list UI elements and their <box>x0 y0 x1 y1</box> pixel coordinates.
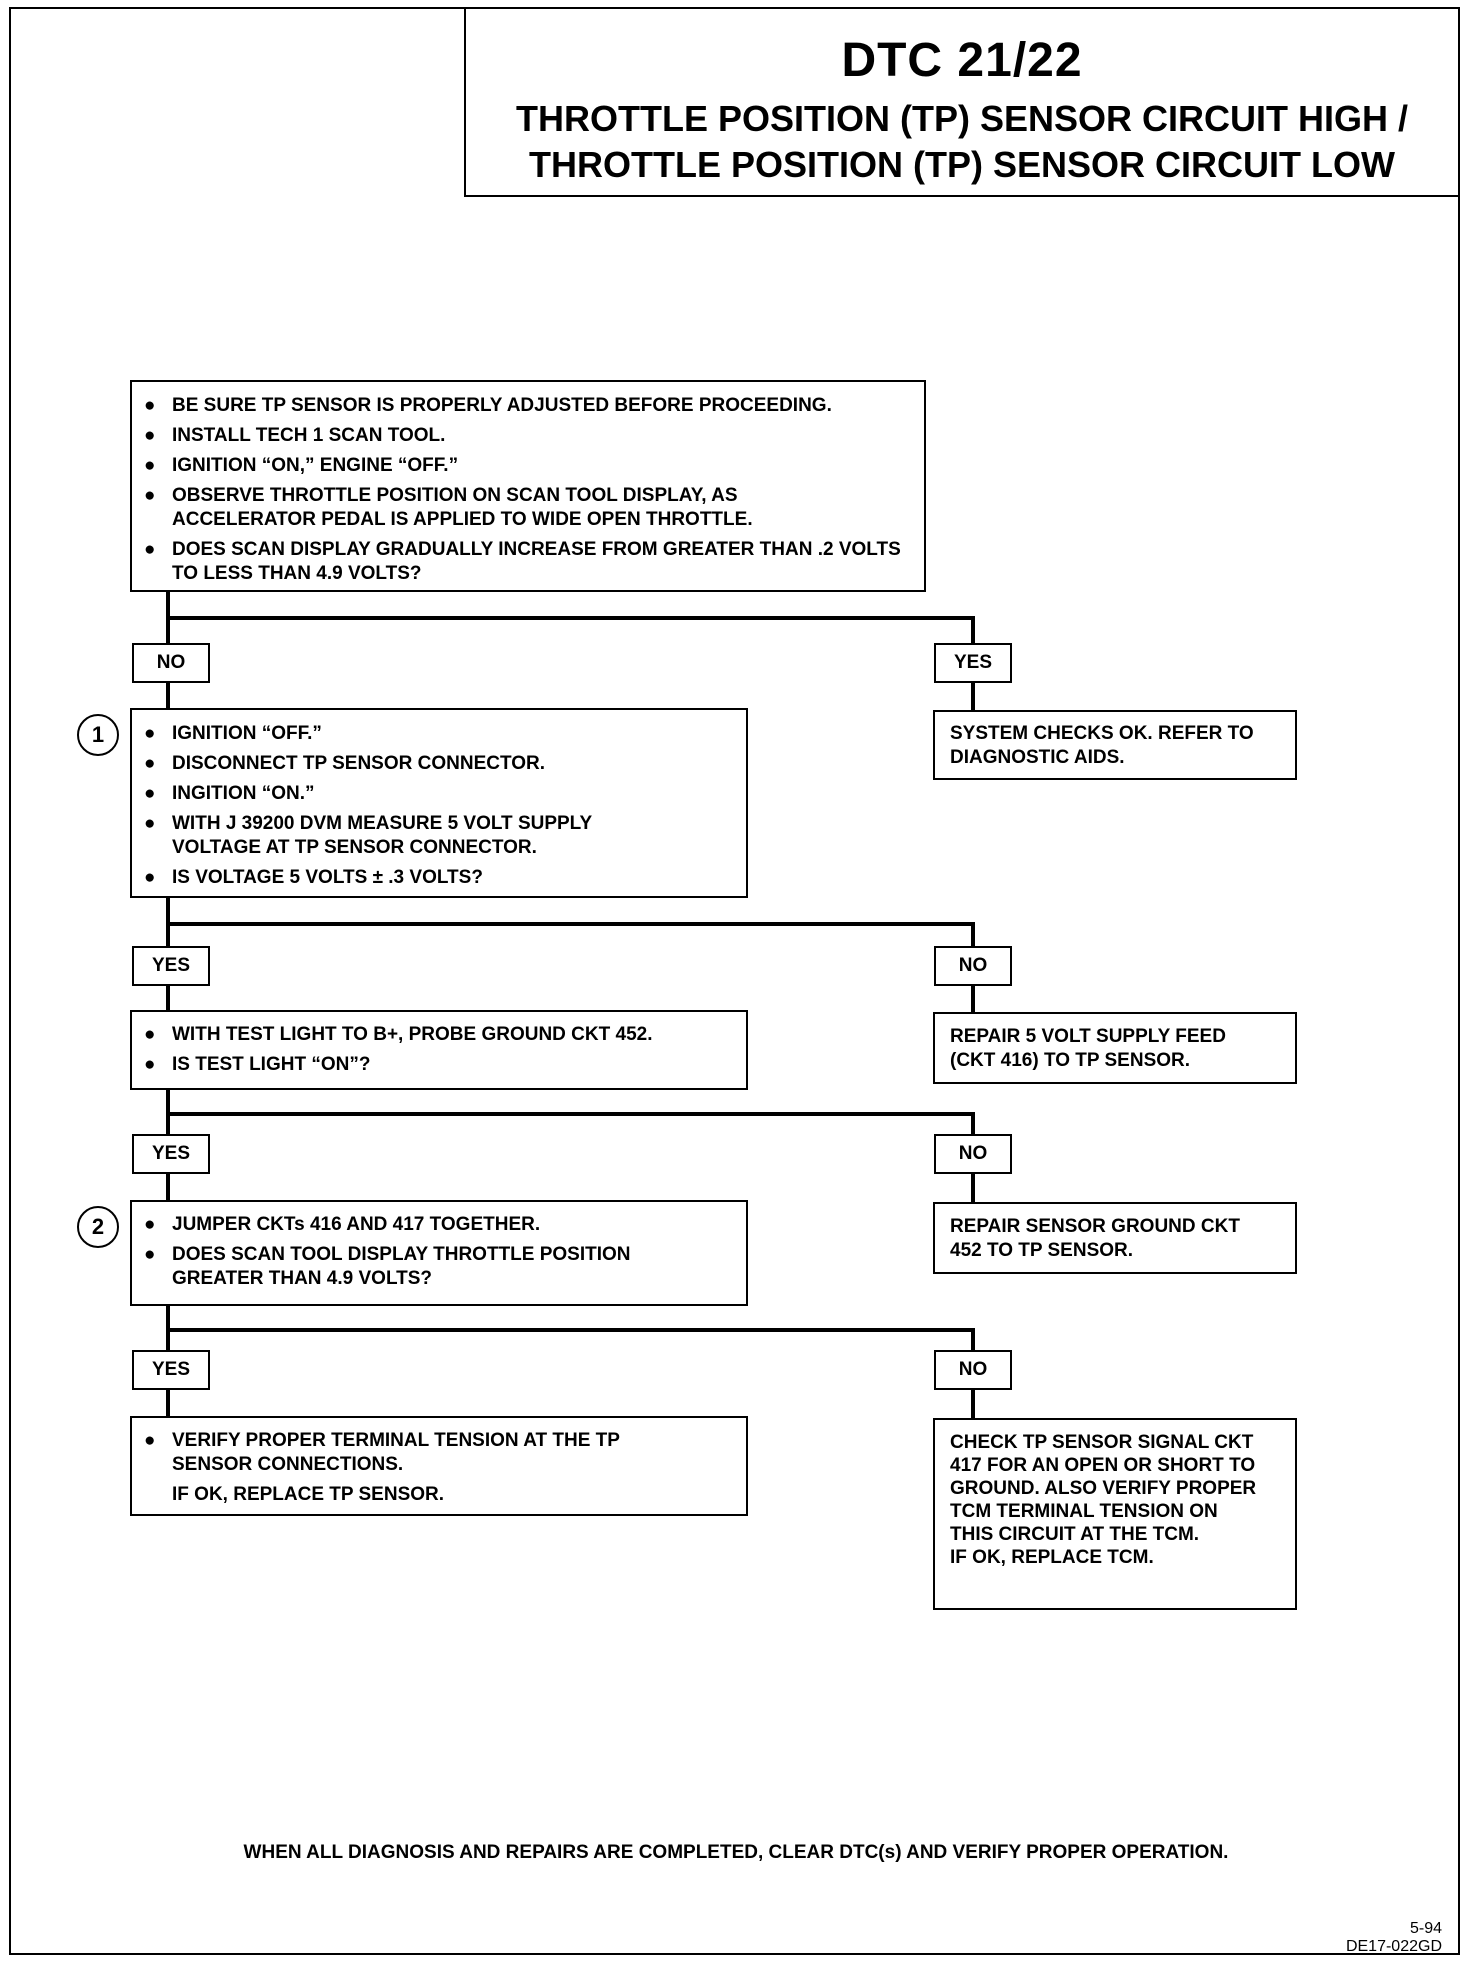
repair-supply-box: REPAIR 5 VOLT SUPPLY FEED (CKT 416) TO T… <box>933 1012 1297 1084</box>
doc-date: 5-94 <box>1409 1920 1442 1937</box>
list-item: ●INSTALL TECH 1 SCAN TOOL. <box>144 425 446 446</box>
check-signal-box: CHECK TP SENSOR SIGNAL CKT 417 FOR AN OP… <box>933 1418 1297 1610</box>
doc-id: DE17-022GD <box>1345 1938 1442 1955</box>
verify-tension-box: ●VERIFY PROPER TERMINAL TENSION AT THE T… <box>130 1416 748 1516</box>
verify-tension-list: ●VERIFY PROPER TERMINAL TENSION AT THE T… <box>132 1429 656 1477</box>
yes-label-test-light: YES <box>132 1134 210 1174</box>
step-start-box: ●BE SURE TP SENSOR IS PROPERLY ADJUSTED … <box>130 380 926 592</box>
list-item: ●JUMPER CKTs 416 AND 417 TOGETHER. <box>144 1214 541 1235</box>
step-2-box: ●JUMPER CKTs 416 AND 417 TOGETHER. ●DOES… <box>130 1200 748 1306</box>
list-item: ●BE SURE TP SENSOR IS PROPERLY ADJUSTED … <box>144 395 832 416</box>
bullet-icon: ● <box>144 1214 156 1235</box>
bullet-icon: ● <box>144 813 156 834</box>
verify-tension-note: IF OK, REPLACE TP SENSOR. <box>172 1484 445 1505</box>
repair-supply-text: REPAIR 5 VOLT SUPPLY FEED (CKT 416) TO T… <box>950 1026 1226 1071</box>
bullet-icon: ● <box>144 1054 156 1075</box>
list-item: ●VERIFY PROPER TERMINAL TENSION AT THE T… <box>144 1430 620 1475</box>
bullet-icon: ● <box>144 723 156 744</box>
repair-ground-box: REPAIR SENSOR GROUND CKT 452 TO TP SENSO… <box>933 1202 1297 1274</box>
bullet-icon: ● <box>144 1430 156 1451</box>
bullet-icon: ● <box>144 455 156 476</box>
step-1-list: ●IGNITION “OFF.” ●DISCONNECT TP SENSOR C… <box>132 722 726 890</box>
check-signal-text: CHECK TP SENSOR SIGNAL CKT 417 FOR AN OP… <box>950 1432 1257 1545</box>
list-item: ●IS VOLTAGE 5 VOLTS ± .3 VOLTS? <box>144 867 483 888</box>
bullet-icon: ● <box>144 1244 156 1265</box>
bullet-icon: ● <box>144 539 156 560</box>
test-light-box: ●WITH TEST LIGHT TO B+, PROBE GROUND CKT… <box>130 1010 748 1090</box>
step-start-list: ●BE SURE TP SENSOR IS PROPERLY ADJUSTED … <box>132 394 914 586</box>
title-line-1: THROTTLE POSITION (TP) SENSOR CIRCUIT HI… <box>515 98 1408 139</box>
no-label-start: NO <box>132 643 210 683</box>
title-block: DTC 21/22 THROTTLE POSITION (TP) SENSOR … <box>464 7 1460 197</box>
repair-ground-text: REPAIR SENSOR GROUND CKT 452 TO TP SENSO… <box>950 1216 1240 1261</box>
dtc-code: DTC 21/22 <box>841 34 1083 87</box>
list-item: ●INGITION “ON.” <box>144 783 315 804</box>
list-item: ●WITH TEST LIGHT TO B+, PROBE GROUND CKT… <box>144 1024 653 1045</box>
test-light-list: ●WITH TEST LIGHT TO B+, PROBE GROUND CKT… <box>132 1023 736 1077</box>
document-reference: 5-94 DE17-022GD <box>1346 1920 1442 1956</box>
step-1-marker: 1 <box>77 714 119 756</box>
footer-note: WHEN ALL DIAGNOSIS AND REPAIRS ARE COMPL… <box>243 1842 1229 1863</box>
title-line-2: THROTTLE POSITION (TP) SENSOR CIRCUIT LO… <box>529 144 1395 185</box>
list-item: ●IS TEST LIGHT “ON”? <box>144 1054 371 1075</box>
check-signal-note: IF OK, REPLACE TCM. <box>950 1547 1154 1568</box>
list-item: ●DOES SCAN DISPLAY GRADUALLY INCREASE FR… <box>144 539 901 584</box>
bullet-icon: ● <box>144 425 156 446</box>
bullet-icon: ● <box>144 783 156 804</box>
bullet-icon: ● <box>144 395 156 416</box>
yes-label-step1: YES <box>132 946 210 986</box>
list-item: ●IGNITION “ON,” ENGINE “OFF.” <box>144 455 459 476</box>
bullet-icon: ● <box>144 485 156 506</box>
step-2-marker: 2 <box>77 1206 119 1248</box>
list-item: ●OBSERVE THROTTLE POSITION ON SCAN TOOL … <box>144 485 753 530</box>
system-ok-box: SYSTEM CHECKS OK. REFER TO DIAGNOSTIC AI… <box>933 710 1297 780</box>
list-item: ●DOES SCAN TOOL DISPLAY THROTTLE POSITIO… <box>144 1244 631 1289</box>
step-2-list: ●JUMPER CKTs 416 AND 417 TOGETHER. ●DOES… <box>132 1213 706 1291</box>
no-label-step2: NO <box>934 1350 1012 1390</box>
bullet-icon: ● <box>144 753 156 774</box>
step-1-box: ●IGNITION “OFF.” ●DISCONNECT TP SENSOR C… <box>130 708 748 898</box>
system-ok-text: SYSTEM CHECKS OK. REFER TO DIAGNOSTIC AI… <box>950 723 1254 768</box>
bullet-icon: ● <box>144 867 156 888</box>
list-item: ●DISCONNECT TP SENSOR CONNECTOR. <box>144 753 546 774</box>
list-item: ●IGNITION “OFF.” <box>144 723 322 744</box>
list-item: ●WITH J 39200 DVM MEASURE 5 VOLT SUPPLY … <box>144 813 592 858</box>
yes-label-step2: YES <box>132 1350 210 1390</box>
bullet-icon: ● <box>144 1024 156 1045</box>
no-label-test-light: NO <box>934 1134 1012 1174</box>
yes-label-start: YES <box>934 643 1012 683</box>
no-label-step1: NO <box>934 946 1012 986</box>
